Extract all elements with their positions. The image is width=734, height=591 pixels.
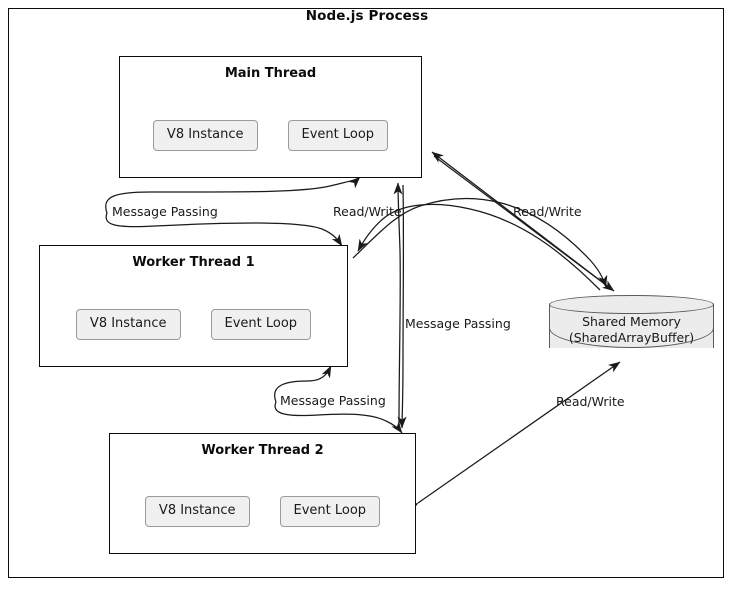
thread-title-worker2: Worker Thread 2 [201, 443, 324, 458]
component-row-worker1: V8 Instance Event Loop [40, 309, 347, 340]
thread-title-main: Main Thread [224, 66, 317, 81]
edge-label-message-passing-worker1-worker2: Message Passing [280, 393, 386, 408]
thread-box-main[interactable]: Main Thread V8 Instance Event Loop [119, 56, 422, 178]
shared-memory-subtitle: (SharedArrayBuffer) [568, 330, 695, 345]
component-event-loop[interactable]: Event Loop [287, 120, 389, 151]
process-boundary [8, 8, 724, 578]
thread-box-worker2[interactable]: Worker Thread 2 V8 Instance Event Loop [109, 433, 416, 554]
component-row-main: V8 Instance Event Loop [120, 120, 421, 151]
shared-memory-label: Shared Memory (SharedArrayBuffer) [549, 314, 714, 346]
component-v8-instance[interactable]: V8 Instance [75, 309, 181, 340]
component-event-loop[interactable]: Event Loop [279, 496, 381, 527]
process-title: Node.js Process [305, 8, 429, 24]
edge-label-read-write-worker2-shared: Read/Write [556, 394, 625, 409]
shared-memory-title: Shared Memory [582, 314, 681, 329]
edge-label-message-passing-main-worker1: Message Passing [112, 204, 218, 219]
component-row-worker2: V8 Instance Event Loop [110, 496, 415, 527]
edge-label-read-write-worker1-shared: Read/Write [333, 204, 402, 219]
cylinder-top-icon [549, 295, 714, 314]
edge-label-read-write-main-shared: Read/Write [513, 204, 582, 219]
edge-label-message-passing-main-worker2: Message Passing [405, 316, 511, 331]
component-v8-instance[interactable]: V8 Instance [144, 496, 250, 527]
component-event-loop[interactable]: Event Loop [210, 309, 312, 340]
shared-memory-cylinder[interactable]: Shared Memory (SharedArrayBuffer) [549, 295, 714, 357]
thread-title-worker1: Worker Thread 1 [132, 255, 255, 270]
component-v8-instance[interactable]: V8 Instance [152, 120, 258, 151]
thread-box-worker1[interactable]: Worker Thread 1 V8 Instance Event Loop [39, 245, 348, 367]
